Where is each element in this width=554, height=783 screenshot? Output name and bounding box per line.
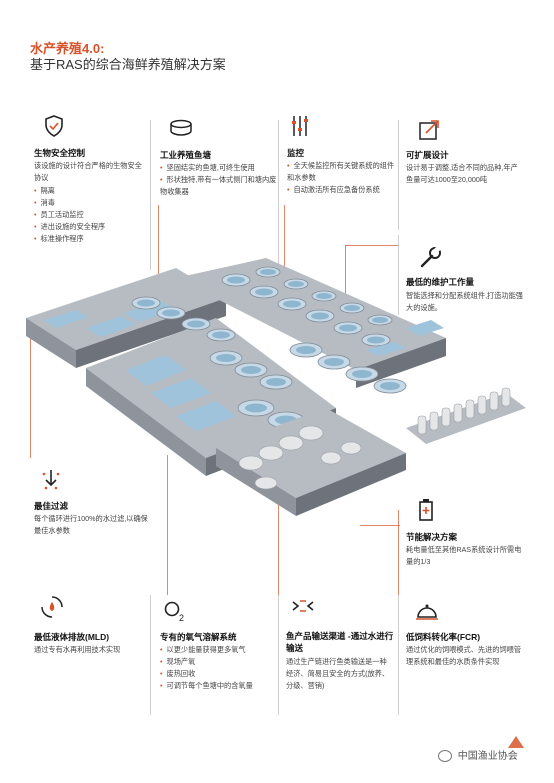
scalable-desc: 设计易于调整,适合不同的品种,年产鱼量可达1000至20,000吨 — [406, 163, 518, 184]
fcr-desc: 通过优化的饲喂模式、先进的饲喂管理系统和最佳的水质条件实现 — [406, 645, 522, 666]
list-item: 可调节每个鱼塘中的含氧量 — [160, 680, 278, 692]
drop-cycle-icon — [39, 594, 65, 620]
fcr-title: 低饲料转化率(FCR) — [406, 632, 481, 642]
maintenance-title: 最低的维护工作量 — [406, 277, 475, 287]
ponds-title: 工业养殖鱼塘 — [160, 150, 212, 160]
ras-facility-illustration — [26, 258, 526, 516]
wrench-icon — [418, 244, 444, 270]
filter-arrow-icon — [38, 467, 64, 493]
list-item: 隔离 — [34, 185, 105, 197]
connector-line — [167, 455, 168, 595]
discharge-title: 最低液体排放(MLD) — [34, 632, 110, 642]
list-item: 员工活动监控 — [34, 209, 105, 221]
footer-logo: 中国渔业协会 — [438, 747, 518, 763]
list-item: 以更少能量获得更多氧气 — [160, 644, 278, 656]
filtration-desc: 每个循环进行100%的水过滤,以确保最佳水参数 — [34, 514, 148, 535]
connector-line — [158, 205, 159, 275]
scalable-title: 可扩展设计 — [406, 150, 449, 160]
connector-line — [345, 245, 346, 307]
sliders-icon — [287, 113, 313, 139]
list-item: 消毒 — [34, 197, 105, 209]
tank-cluster-left — [131, 296, 305, 429]
maintenance-desc: 智能选择和分配系统组件,打造功能强大的设施。 — [406, 291, 523, 312]
connector-line — [360, 525, 400, 526]
footer-logo-text: 中国渔业协会 — [457, 751, 518, 762]
biosecurity-title: 生物安全控制 — [34, 148, 86, 158]
equipment-silos — [238, 425, 362, 490]
discharge-desc: 通过专有水再利用技术实现 — [34, 645, 121, 654]
list-item: 坚固结实的鱼塘,可终生使用 — [160, 162, 278, 174]
ponds-list: 坚固结实的鱼塘,可终生使用 形状独特,带有一体式侧门和塘内废物收集器 — [160, 162, 278, 198]
divider — [278, 595, 279, 715]
list-item: 现场产氧 — [160, 656, 278, 668]
list-item: 废热回收 — [160, 668, 278, 680]
oxygen-title: 专有的氧气溶解系统 — [160, 632, 237, 642]
connector-line — [278, 470, 279, 595]
tank-cluster-right — [221, 266, 407, 394]
transport-title: 鱼产品输送渠道 -通过水进行输送 — [286, 631, 394, 653]
list-item: 形状独特,带有一体式侧门和塘内废物收集器 — [160, 174, 278, 198]
divider — [398, 235, 399, 315]
connector-line — [398, 510, 399, 595]
list-item: 全天候监控所有关键系统的组件和水参数 — [287, 160, 399, 184]
transfer-arrows-icon — [290, 594, 316, 620]
connector-line — [345, 245, 398, 246]
divider — [150, 595, 151, 715]
list-item: 标准操作程序 — [34, 233, 105, 245]
energy-title: 节能解决方案 — [406, 532, 458, 542]
divider — [278, 120, 279, 270]
wechat-icon — [438, 750, 452, 763]
energy-desc: 耗电量低至其他RAS系统设计所需电量的1/3 — [406, 545, 522, 566]
divider — [398, 120, 399, 230]
connector-line — [30, 318, 31, 458]
outdoor-tanks — [417, 387, 511, 435]
monitoring-list: 全天候监控所有关键系统的组件和水参数 自动激活所有应急备份系统 — [287, 160, 399, 196]
filtration-title: 最佳过滤 — [34, 501, 69, 511]
connector-line — [284, 205, 285, 268]
expand-arrow-icon — [416, 117, 442, 143]
pond-tank-icon — [168, 115, 194, 141]
divider — [150, 120, 151, 270]
oxygen-icon: 2 — [162, 598, 188, 624]
monitoring-title: 监控 — [287, 148, 305, 158]
list-item: 自动激活所有应急备份系统 — [287, 184, 399, 196]
divider — [398, 595, 399, 715]
cloche-icon — [414, 598, 440, 624]
page-subtitle: 基于RAS的综合海鲜养殖解决方案 — [30, 57, 226, 72]
biosecurity-desc: 该设施的设计符合严格的生物安全协议 — [34, 161, 142, 182]
list-item: 进出设施的安全程序 — [34, 221, 106, 233]
page-title: 水产养殖4.0: — [30, 41, 105, 56]
biosecurity-list: 隔离 消毒 员工活动监控 进出设施的安全程序 标准操作程序 — [34, 185, 106, 245]
battery-plus-icon — [413, 497, 439, 523]
shield-check-icon — [41, 113, 67, 139]
svg-text:2: 2 — [179, 613, 184, 623]
brand-logo-icon — [508, 736, 524, 748]
oxygen-list: 以更少能量获得更多氧气 现场产氧 废热回收 可调节每个鱼塘中的含氧量 — [160, 644, 278, 692]
transport-desc: 通过生产链进行鱼类输送是一种经济、简易且安全的方式(放养、分级、营销) — [286, 657, 390, 690]
